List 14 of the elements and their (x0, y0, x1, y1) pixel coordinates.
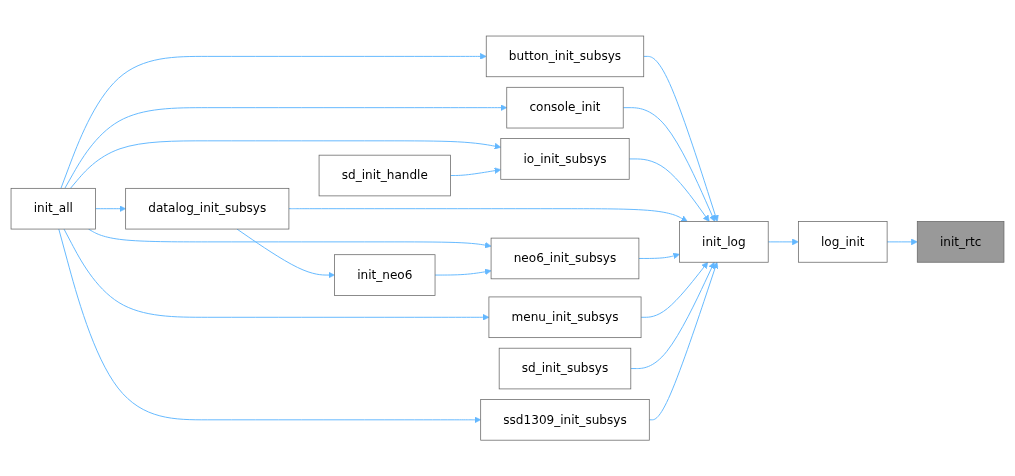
node-box: console_init (506, 86, 624, 129)
node-box: sd_init_subsys (498, 347, 632, 390)
node-box: datalog_init_subsys (125, 187, 290, 230)
node-box: sd_init_handle (318, 154, 451, 197)
node-box: neo6_init_subsys (490, 237, 640, 280)
node-box: init_rtc (916, 221, 1005, 263)
node-box: init_neo6 (334, 254, 436, 296)
node-box: ssd1309_init_subsys (480, 399, 650, 441)
node-box: log_init (798, 221, 888, 263)
node-box: io_init_subsys (500, 138, 630, 180)
node-box: menu_init_subsys (488, 296, 642, 338)
node-box: init_all (10, 187, 96, 230)
node-box: init_log (679, 221, 769, 263)
node-box: button_init_subsys (485, 35, 645, 77)
